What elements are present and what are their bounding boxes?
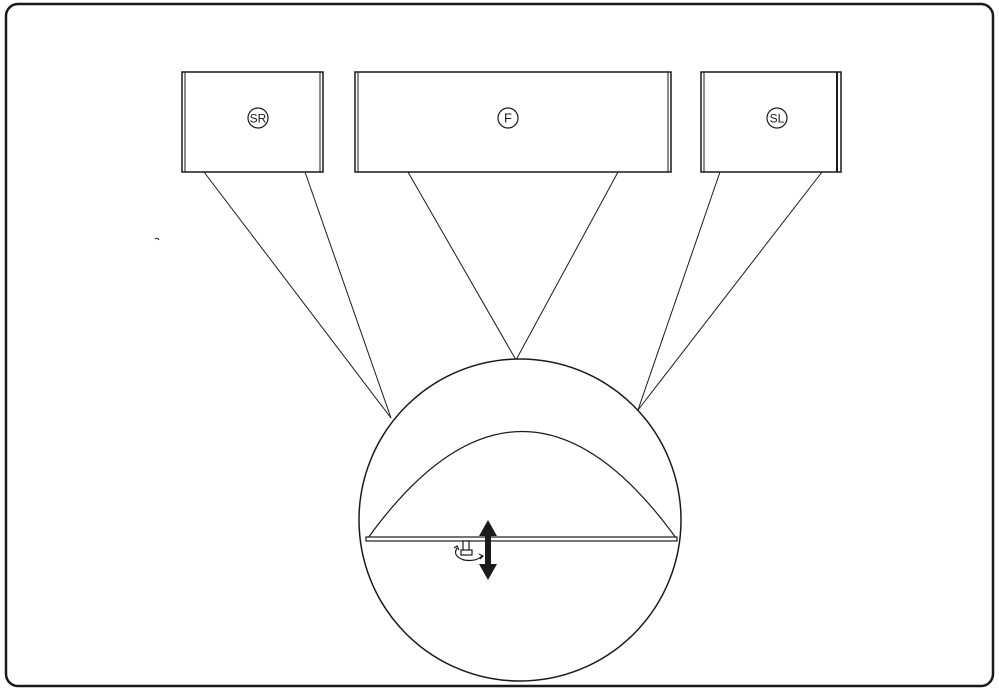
stray-mark: [154, 237, 160, 241]
panel-f: F: [354, 71, 672, 173]
connector-lines: [203, 171, 823, 419]
sl-line-right: [637, 171, 823, 411]
panel-sr: SR: [181, 71, 324, 173]
f-label: F: [504, 111, 512, 126]
f-label-circle: [497, 107, 519, 129]
rotation-icon: [453, 540, 485, 562]
detail-circle: [358, 358, 682, 682]
sl-label: SL: [770, 112, 785, 126]
panel-sl: SL: [700, 71, 842, 173]
dome-arc: [367, 430, 677, 539]
sr-line-right: [304, 171, 392, 419]
sr-label-circle: [247, 107, 269, 129]
sr-label: SR: [250, 112, 267, 126]
double-vertical-arrow-icon: [479, 520, 497, 580]
f-line-right: [515, 171, 619, 361]
sr-line-left: [203, 171, 392, 419]
sl-line-left: [637, 171, 721, 411]
f-line-left: [407, 171, 517, 361]
outer-frame: [4, 2, 995, 688]
sl-label-circle: [766, 107, 788, 129]
base-bar: [365, 536, 678, 542]
